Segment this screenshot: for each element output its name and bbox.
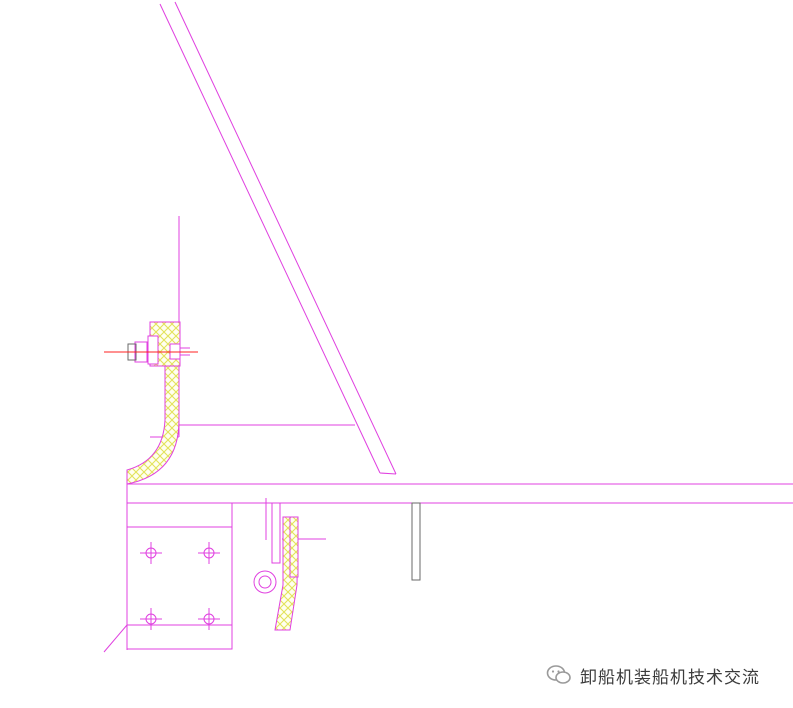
main-beam (126, 470, 793, 650)
diagonal-strut (159, 1, 397, 475)
curved-liner (126, 365, 180, 485)
mounting-plate (150, 216, 355, 438)
watermark: 卸船机装船机技术交流 (546, 662, 760, 688)
support-post (411, 502, 421, 581)
flange-box (103, 502, 233, 653)
scraper-clamp (289, 516, 299, 578)
wechat-icon (546, 665, 571, 684)
watermark-text: 卸船机装船机技术交流 (580, 667, 760, 688)
